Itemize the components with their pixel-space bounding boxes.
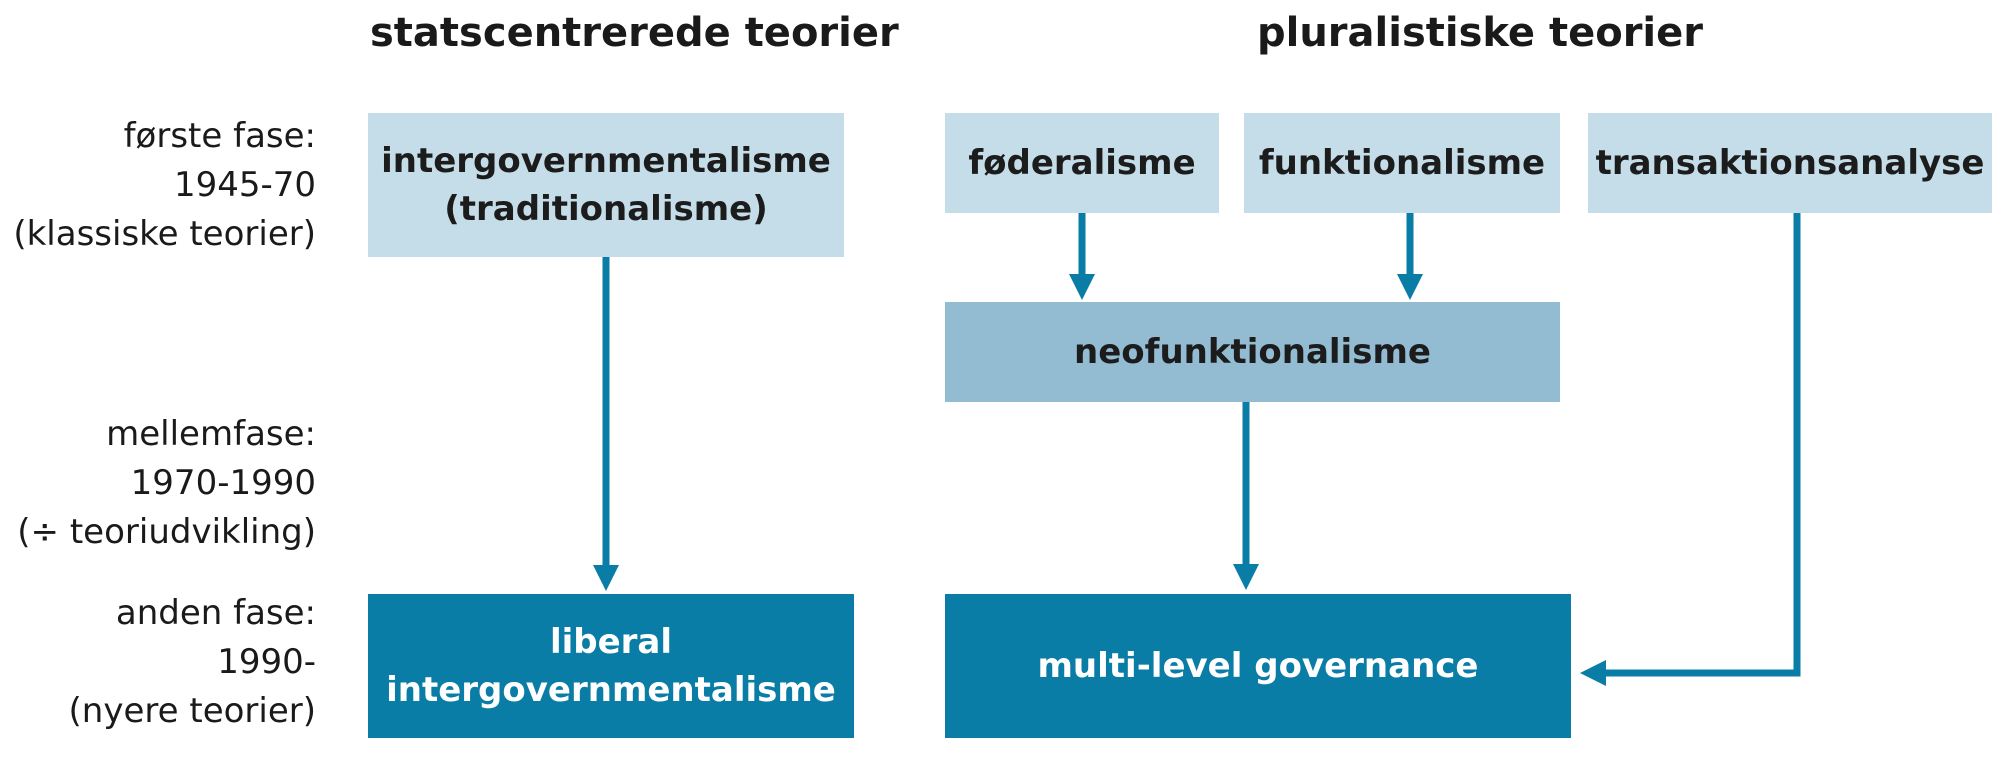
phase-middle-period: 1970-1990 — [130, 463, 316, 503]
node-functionalism-label: funktionalisme — [1258, 143, 1546, 183]
phase-first-label: første fase: — [123, 116, 316, 156]
arrowhead-mlg-right — [1580, 660, 1606, 686]
node-intergovernmentalism: intergovernmentalisme (traditionalisme) — [368, 113, 844, 257]
node-liberal-intergovernmentalism: liberal intergovernmentalisme — [368, 594, 854, 738]
phase-second: anden fase: 1990- (nyere teorier) — [69, 589, 316, 736]
phase-second-period: 1990- — [217, 642, 316, 682]
phase-middle: mellemfase: 1970-1990 (÷ teoriudvikling) — [17, 410, 316, 557]
arrow-transactionalism-to-mlg — [1604, 213, 1801, 677]
node-liberal-intergovernmentalism-line1: liberal — [549, 622, 673, 662]
header-state-centric: statscentrerede teorier — [370, 10, 899, 56]
phase-first-note: (klassiske teorier) — [13, 214, 316, 254]
phase-middle-note: (÷ teoriudvikling) — [17, 512, 316, 552]
arrowhead-liberal — [593, 565, 619, 591]
node-neofunctionalism: neofunktionalisme — [945, 302, 1560, 402]
phase-middle-label: mellemfase: — [106, 414, 316, 454]
node-neofunctionalism-label: neofunktionalisme — [1074, 332, 1431, 372]
phase-first: første fase: 1945-70 (klassiske teorier) — [13, 112, 316, 259]
arrowhead-mlg-top — [1233, 564, 1259, 590]
phase-second-note: (nyere teorier) — [68, 691, 316, 731]
arrowhead-neofunctionalism-left — [1069, 274, 1095, 300]
node-intergovernmentalism-line2: (traditionalisme) — [444, 189, 768, 229]
node-intergovernmentalism-line1: intergovernmentalisme — [381, 141, 831, 181]
header-pluralistic: pluralistiske teorier — [1256, 10, 1703, 56]
node-transactionalism: transaktionsanalyse — [1588, 113, 1992, 213]
node-transactionalism-label: transaktionsanalyse — [1595, 143, 1985, 183]
phase-first-period: 1945-70 — [173, 165, 316, 205]
node-federalism-label: føderalisme — [968, 143, 1196, 183]
phase-second-label: anden fase: — [115, 593, 316, 633]
node-multi-level-governance-label: multi-level governance — [1037, 646, 1479, 686]
node-functionalism: funktionalisme — [1244, 113, 1560, 213]
node-federalism: føderalisme — [945, 113, 1219, 213]
arrowhead-neofunctionalism-right — [1397, 274, 1423, 300]
node-liberal-intergovernmentalism-line2: intergovernmentalisme — [386, 670, 836, 710]
node-multi-level-governance: multi-level governance — [945, 594, 1571, 738]
